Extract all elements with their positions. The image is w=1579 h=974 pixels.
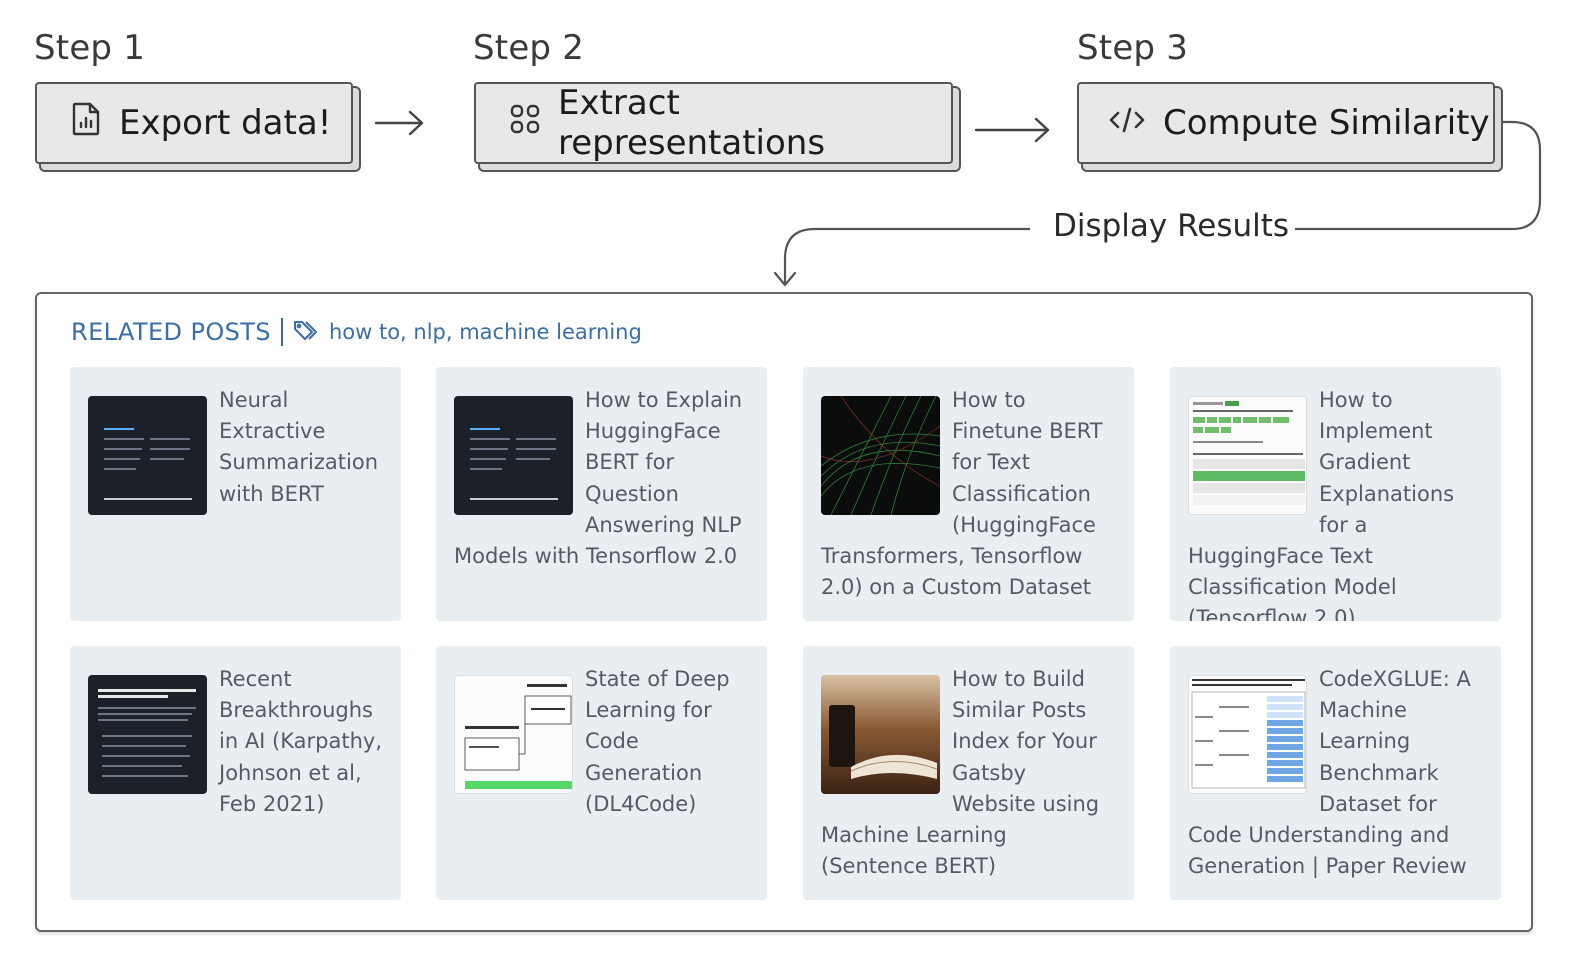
extract-representations-button[interactable]: Extract representations (474, 82, 953, 164)
step-1-label: Step 1 (34, 28, 146, 68)
post-title[interactable]: How to Explain HuggingFace BERT for Ques… (454, 388, 743, 569)
post-thumbnail (821, 396, 940, 515)
related-posts-tags[interactable]: how to, nlp, machine learning (328, 320, 642, 344)
post-card[interactable]: How to Explain HuggingFace BERT for Ques… (436, 367, 767, 621)
post-title[interactable]: How to Implement Gradient Explanations f… (1188, 388, 1455, 621)
post-thumbnail (88, 675, 207, 794)
compute-similarity-button[interactable]: Compute Similarity (1077, 82, 1495, 164)
post-card[interactable]: Recent Breakthroughs in AI (Karpathy, Jo… (70, 646, 401, 900)
post-card[interactable]: CodeXGLUE: A Machine Learning Benchmark … (1170, 646, 1501, 900)
export-data-button[interactable]: Export data! (35, 82, 353, 164)
post-thumbnail (454, 396, 573, 515)
compute-similarity-label: Compute Similarity (1163, 103, 1490, 143)
post-title[interactable]: CodeXGLUE: A Machine Learning Benchmark … (1188, 667, 1471, 879)
post-title[interactable]: How to Build Similar Posts Index for You… (821, 667, 1100, 879)
related-posts-panel: RELATED POSTS how to, nlp, machine learn… (35, 292, 1533, 932)
step-3-label: Step 3 (1077, 28, 1189, 68)
post-card[interactable]: State of Deep Learning for Code Generati… (436, 646, 767, 900)
display-results-label: Display Results (1047, 208, 1296, 244)
post-thumbnail (88, 396, 207, 515)
post-title[interactable]: State of Deep Learning for Code Generati… (585, 667, 730, 816)
post-thumbnail (454, 675, 573, 794)
post-title[interactable]: Recent Breakthroughs in AI (Karpathy, Jo… (219, 667, 382, 816)
post-thumbnail (1188, 396, 1307, 515)
tags-icon (293, 318, 319, 346)
post-card[interactable]: Neural Extractive Summarization with BER… (70, 367, 401, 621)
related-posts-header: RELATED POSTS how to, nlp, machine learn… (71, 318, 642, 346)
post-title[interactable]: How to Finetune BERT for Text Classifica… (821, 388, 1103, 600)
post-thumbnail (821, 675, 940, 794)
post-card[interactable]: How to Build Similar Posts Index for You… (803, 646, 1134, 900)
extract-representations-label: Extract representations (558, 83, 826, 163)
step-2-label: Step 2 (473, 28, 585, 68)
header-divider (280, 318, 283, 346)
file-chart-icon (71, 102, 101, 145)
post-thumbnail (1188, 675, 1307, 794)
post-title[interactable]: Neural Extractive Summarization with BER… (219, 388, 379, 506)
arrow-step2-to-step3 (974, 117, 1050, 143)
related-posts-title: RELATED POSTS (71, 318, 271, 346)
post-card[interactable]: How to Implement Gradient Explanations f… (1170, 367, 1501, 621)
code-icon (1109, 103, 1145, 143)
results-connector-arrow (773, 120, 1542, 287)
post-card[interactable]: How to Finetune BERT for Text Classifica… (803, 367, 1134, 621)
export-data-label: Export data! (119, 103, 332, 143)
arrow-step1-to-step2 (374, 110, 424, 136)
grid-icon (510, 103, 540, 143)
